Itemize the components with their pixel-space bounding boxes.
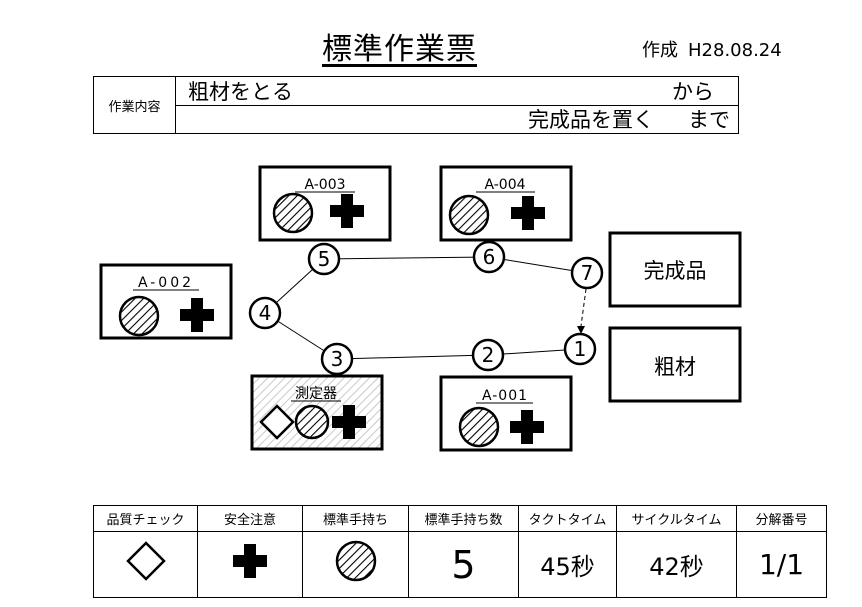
flow-line-6-7 bbox=[488, 256, 588, 274]
hatched-circle-icon bbox=[294, 404, 330, 440]
step-6[interactable]: 6 bbox=[472, 240, 506, 274]
created-date: 作成 H28.08.24 bbox=[642, 38, 782, 64]
legend-value-row: 5 45秒 42秒 1/1 bbox=[93, 531, 827, 598]
station-label: 測定器 bbox=[295, 386, 337, 402]
hatched-circle-icon bbox=[272, 192, 314, 234]
hatched-circle-icon bbox=[448, 194, 490, 236]
header-quality-check: 品質チェック bbox=[93, 505, 198, 532]
work-content-box: 作業内容 粗材をとる から 完成品を置く まで bbox=[93, 76, 739, 134]
arrow-head-icon bbox=[577, 326, 585, 334]
header-safety: 安全注意 bbox=[197, 505, 303, 532]
flow-line-5-6 bbox=[323, 256, 490, 260]
station-label: A-001 bbox=[482, 388, 528, 404]
from-suffix: から bbox=[672, 80, 714, 104]
legend-table: 品質チェック 安全注意 標準手持ち 標準手持ち数 タクトタイム サイクルタイム … bbox=[93, 505, 827, 598]
station-a-002[interactable]: A-002 bbox=[99, 263, 233, 340]
svg-text:3: 3 bbox=[331, 347, 344, 371]
station-label: A-004 bbox=[484, 177, 525, 193]
step-4[interactable]: 4 bbox=[248, 296, 282, 330]
step-1[interactable]: 1 bbox=[563, 332, 597, 366]
station-a-001[interactable]: A-001 bbox=[439, 375, 573, 452]
step-markers: 1 2 3 4 5 6 7 bbox=[248, 240, 604, 376]
hatched-circle-icon bbox=[118, 295, 160, 337]
hatched-circle-icon bbox=[458, 406, 500, 448]
station-a-003[interactable]: A-003 bbox=[258, 165, 392, 242]
hatched-circle-icon bbox=[335, 540, 376, 581]
header-breakdown-number: 分解番号 bbox=[736, 505, 827, 532]
station-label: A-003 bbox=[304, 177, 345, 193]
step-2[interactable]: 2 bbox=[471, 338, 505, 372]
svg-text:4: 4 bbox=[259, 301, 272, 325]
station-label: A-002 bbox=[138, 275, 194, 291]
created-label: 作成 bbox=[642, 40, 678, 61]
header-takt-time: タクトタイム bbox=[518, 505, 617, 532]
header-cycle-time: サイクルタイム bbox=[616, 505, 737, 532]
return-line-7-1 bbox=[580, 288, 587, 327]
svg-text:6: 6 bbox=[483, 245, 496, 269]
from-text: 粗材をとる bbox=[188, 80, 293, 104]
step-5[interactable]: 5 bbox=[307, 242, 341, 276]
station-measuring-instrument[interactable]: 測定器 bbox=[250, 374, 384, 451]
to-text: 完成品を置く bbox=[528, 108, 654, 132]
legend-header-row: 品質チェック 安全注意 標準手持ち 標準手持ち数 タクトタイム サイクルタイム … bbox=[93, 505, 827, 532]
to-suffix: まで bbox=[688, 108, 730, 132]
step-7[interactable]: 7 bbox=[570, 256, 604, 290]
cycle-time: 42秒 bbox=[616, 531, 737, 598]
cross-icon bbox=[233, 543, 267, 578]
work-layout-diagram: A-003 A-004 A-002 測定器 A-001 bbox=[99, 165, 742, 452]
diamond-icon bbox=[259, 404, 295, 440]
page-title: 標準作業票 bbox=[322, 32, 477, 67]
svg-text:5: 5 bbox=[318, 247, 331, 271]
diamond-icon bbox=[125, 540, 166, 581]
standard-stock-cell bbox=[302, 531, 409, 598]
safety-cell bbox=[197, 531, 303, 598]
header-standard-stock-count: 標準手持ち数 bbox=[408, 505, 519, 532]
svg-text:7: 7 bbox=[581, 261, 594, 285]
svg-text:2: 2 bbox=[482, 343, 495, 367]
svg-text:1: 1 bbox=[574, 337, 587, 361]
station-a-004[interactable]: A-004 bbox=[439, 165, 573, 242]
finished-goods-label: 完成品 bbox=[644, 259, 707, 283]
finished-goods-box[interactable]: 完成品 bbox=[608, 231, 742, 308]
work-content-to-row: 完成品を置く まで bbox=[176, 106, 738, 133]
standard-stock-count: 5 bbox=[408, 531, 519, 598]
quality-check-cell bbox=[93, 531, 198, 598]
header-standard-stock: 標準手持ち bbox=[302, 505, 409, 532]
breakdown-number: 1/1 bbox=[736, 531, 827, 598]
raw-material-box[interactable]: 粗材 bbox=[608, 326, 742, 403]
work-content-label: 作業内容 bbox=[94, 77, 176, 133]
raw-material-label: 粗材 bbox=[654, 355, 696, 379]
takt-time: 45秒 bbox=[518, 531, 617, 598]
flow-lines bbox=[264, 256, 588, 360]
created-date-value: H28.08.24 bbox=[688, 40, 782, 61]
work-content-from-row: 粗材をとる から bbox=[176, 77, 738, 106]
step-3[interactable]: 3 bbox=[320, 342, 354, 376]
flow-line-2-3 bbox=[336, 354, 489, 360]
